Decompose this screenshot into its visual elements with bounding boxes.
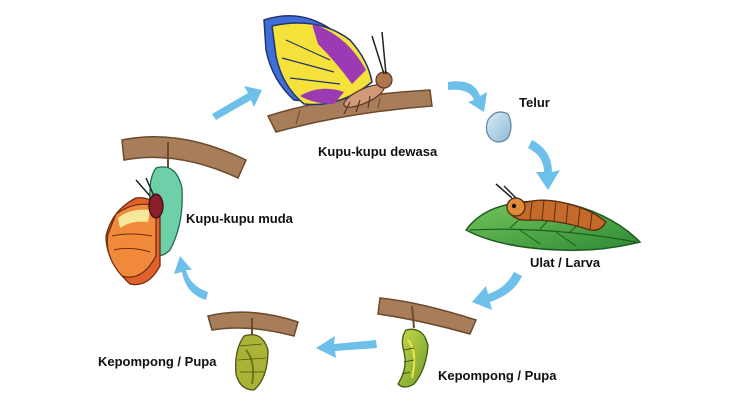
label-pupa-green: Kepompong / Pupa (438, 368, 557, 383)
larva-illustration (464, 183, 642, 252)
branch-left (121, 136, 247, 180)
label-pupa-ripe: Kepompong / Pupa (98, 354, 217, 369)
pupa-ripe-illustration (207, 311, 299, 391)
young-antenna (135, 177, 155, 197)
arrow-pupa-to-young (174, 256, 208, 300)
label-egg: Telur (519, 95, 550, 110)
caterpillar (507, 199, 607, 231)
label-larva: Ulat / Larva (530, 255, 601, 270)
pupa-green-illustration (377, 297, 478, 388)
branch-right (377, 297, 478, 335)
arrow-egg-to-larva (528, 140, 560, 190)
pupa-green (397, 328, 429, 388)
egg-illustration (485, 111, 512, 143)
arrow-young-to-adult (212, 86, 262, 120)
arrow-larva-to-pupa (472, 272, 522, 310)
arrow-pupa-to-pupa (316, 336, 377, 358)
adult-antenna (371, 31, 387, 75)
arrow-adult-to-egg (448, 81, 487, 112)
egg (485, 111, 512, 143)
label-adult: Kupu-kupu dewasa (318, 144, 438, 159)
young-body (148, 193, 164, 219)
label-young: Kupu-kupu muda (186, 211, 293, 226)
adult-head (375, 71, 393, 89)
adult-butterfly-illustration (263, 15, 433, 133)
young-butterfly-illustration (105, 136, 247, 286)
caterpillar-antenna (495, 183, 517, 199)
caterpillar-head (506, 197, 526, 217)
adult-wing-front (271, 22, 373, 106)
cycle-arrows (174, 81, 560, 358)
